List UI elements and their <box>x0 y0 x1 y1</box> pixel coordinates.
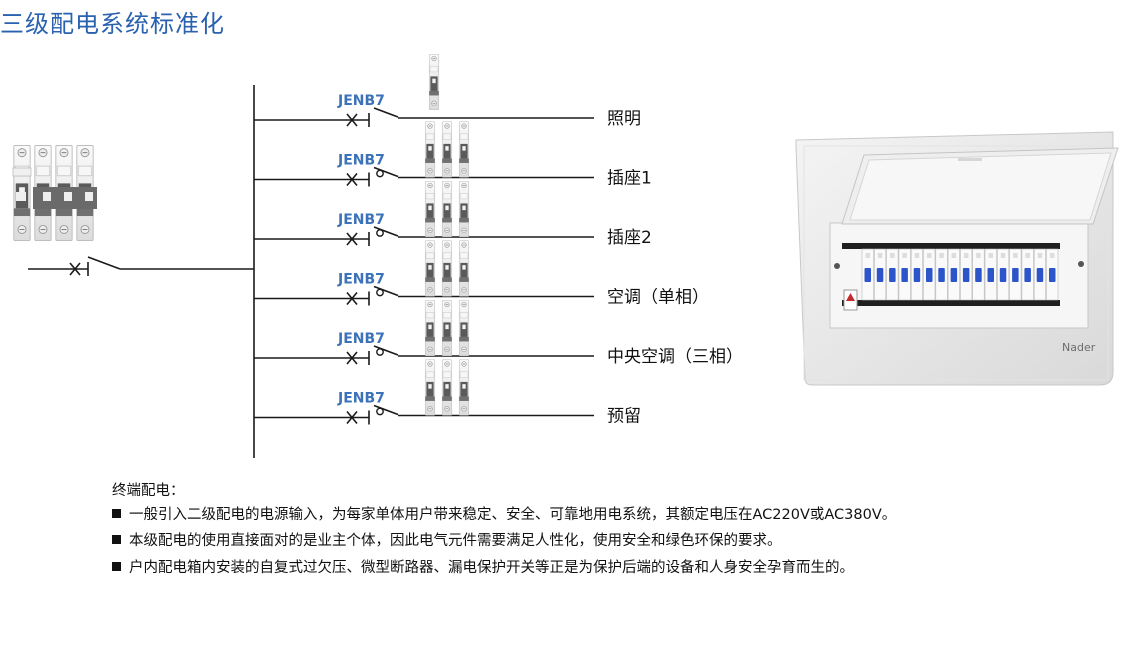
circuit-label: 插座1 <box>607 169 652 189</box>
box-breaker-module <box>1033 248 1046 301</box>
box-breaker-module <box>910 248 924 301</box>
box-breaker-module <box>873 248 887 301</box>
bullet-icon <box>112 535 121 544</box>
box-breaker-module <box>972 248 985 301</box>
branch-circuit: JENB7 插座1 <box>254 121 652 189</box>
breaker-3p-icon <box>424 359 470 416</box>
branch-circuit: JENB7 空调（单相） <box>254 240 709 308</box>
circuit-label: 中央空调（三相） <box>607 347 743 367</box>
bullet-icon <box>112 508 121 518</box>
branch-circuit: JENB7 照明 <box>254 54 641 129</box>
circuit-label: 空调（单相） <box>607 288 709 308</box>
main-feed-line <box>28 256 254 276</box>
breaker-3p-icon <box>424 300 470 356</box>
breaker-model-label: JENB7 <box>337 331 385 347</box>
branch-circuit: JENB7 预留 <box>254 359 641 427</box>
branch-circuit: JENB7 中央空调（三相） <box>254 300 743 367</box>
note-item: 一般引入二级配电的电源输入，为每家单体用户带来稳定、安全、可靠地用电系统，其额定… <box>112 507 896 523</box>
breaker-model-label: JENB7 <box>337 212 385 228</box>
distribution-box-icon: Nader <box>795 131 1119 386</box>
bullet-icon <box>112 561 121 571</box>
notes-heading: 终端配电： <box>112 483 185 499</box>
circuit-label: 照明 <box>607 109 641 129</box>
breaker-4p-icon <box>12 145 97 241</box>
page-title: 三级配电系统标准化 <box>0 10 225 38</box>
box-breaker-module <box>947 248 960 301</box>
box-breaker-module <box>886 248 899 301</box>
box-breaker-module <box>996 248 1010 301</box>
box-breaker-module <box>923 248 936 301</box>
box-breaker-module <box>1046 248 1059 301</box>
breaker-model-label: JENB7 <box>337 153 385 169</box>
branch-circuit: JENB7 插座2 <box>254 181 652 248</box>
breaker-model-label: JENB7 <box>337 391 385 407</box>
circuit-label: 插座2 <box>607 228 652 248</box>
breaker-1p-icon <box>428 54 440 110</box>
box-breaker-module <box>935 248 948 301</box>
breaker-3p-icon <box>424 121 470 178</box>
breaker-model-label: JENB7 <box>337 93 385 109</box>
box-breaker-module <box>1009 248 1022 301</box>
box-breaker-module <box>861 248 874 301</box>
note-item: 本级配电的使用直接面对的是业主个体，因此电气元件需要满足人性化，使用安全和绿色环… <box>112 534 896 549</box>
box-breaker-module <box>1021 248 1034 301</box>
box-breaker-module <box>984 248 997 301</box>
breaker-3p-icon <box>424 240 470 297</box>
breaker-3p-icon <box>424 181 470 237</box>
note-item: 户内配电箱内安装的自复式过欠压、微型断路器、漏电保护开关等正是为保护后端的设备和… <box>112 560 896 576</box>
box-breaker-module <box>960 248 973 301</box>
notes-section: 终端配电： 一般引入二级配电的电源输入，为每家单体用户带来稳定、安全、可靠地用电… <box>112 484 896 587</box>
box-breaker-module <box>898 248 911 301</box>
breaker-model-label: JENB7 <box>337 272 385 288</box>
warning-icon <box>843 289 858 311</box>
branch-circuits: JENB7照明JENB7插座1JENB7插座2JENB7空调（单相）JENB7中… <box>254 54 743 427</box>
enclosure-brand: Nader <box>1062 341 1096 354</box>
circuit-label: 预留 <box>607 407 641 427</box>
